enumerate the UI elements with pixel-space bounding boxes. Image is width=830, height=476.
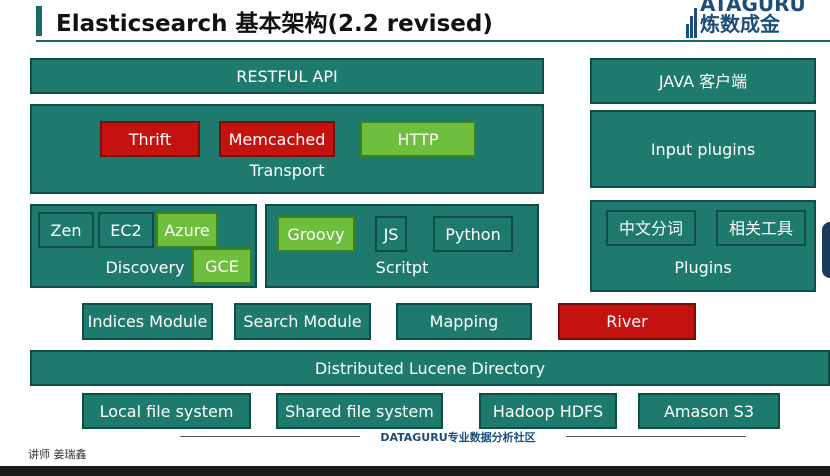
side-decoration [822,222,830,278]
discovery-item-gce: GCE [192,248,252,284]
plugins-box: 中文分词 相关工具 Plugins [590,200,816,292]
lecturer-credit: 讲师 姜瑞鑫 [28,448,87,461]
indices-module-box: Indices Module [82,303,213,340]
title-bar: Elasticsearch 基本架构(2.2 revised) ATAGURU … [0,0,830,46]
logo-line2: 炼数成金 [700,12,780,36]
script-label: Scritpt [375,258,429,277]
transport-item-http: HTTP [360,121,476,157]
discovery-item-azure: Azure [156,212,218,248]
footer-divider-left [180,436,360,437]
transport-item-thrift: Thrift [100,121,200,157]
title-accent-bar [36,6,42,36]
hadoop-hdfs-box: Hadoop HDFS [479,393,617,429]
transport-box: Thrift Memcached HTTP Transport [30,104,544,194]
plugins-item-chinese-segmentation: 中文分词 [606,210,696,246]
discovery-item-zen: Zen [38,212,94,248]
distributed-lucene-directory-box: Distributed Lucene Directory [30,350,830,386]
discovery-label: Discovery [105,258,185,277]
input-plugins-box: Input plugins [590,110,816,188]
script-item-python: Python [433,216,513,252]
bottom-strip [0,466,830,476]
footer-community: DATAGURU专业数据分析社区 [380,431,536,444]
plugins-label: Plugins [674,258,732,277]
transport-label: Transport [249,161,325,180]
restful-api-box: RESTFUL API [30,58,544,94]
shared-file-system-box: Shared file system [276,393,443,429]
discovery-box: Zen EC2 Azure GCE Discovery [30,204,257,288]
script-item-groovy: Groovy [277,216,355,252]
discovery-item-ec2: EC2 [98,212,154,248]
java-client-box: JAVA 客户端 [590,58,816,104]
script-box: Groovy JS Python Scritpt [265,204,539,288]
dataguru-logo: ATAGURU 炼数成金 [700,0,830,38]
local-file-system-box: Local file system [82,393,251,429]
river-box: River [558,303,696,340]
logo-bars-icon [686,8,698,38]
transport-item-memcached: Memcached [219,121,335,157]
slide-title: Elasticsearch 基本架构(2.2 revised) [56,11,493,37]
script-item-js: JS [375,216,407,252]
mapping-box: Mapping [396,303,532,340]
logo-line1: ATAGURU [700,0,806,16]
footer-divider-right [566,436,746,437]
plugins-item-related-tools: 相关工具 [716,210,806,246]
amazon-s3-box: Amason S3 [638,393,780,429]
title-underline [36,40,830,42]
search-module-box: Search Module [234,303,371,340]
